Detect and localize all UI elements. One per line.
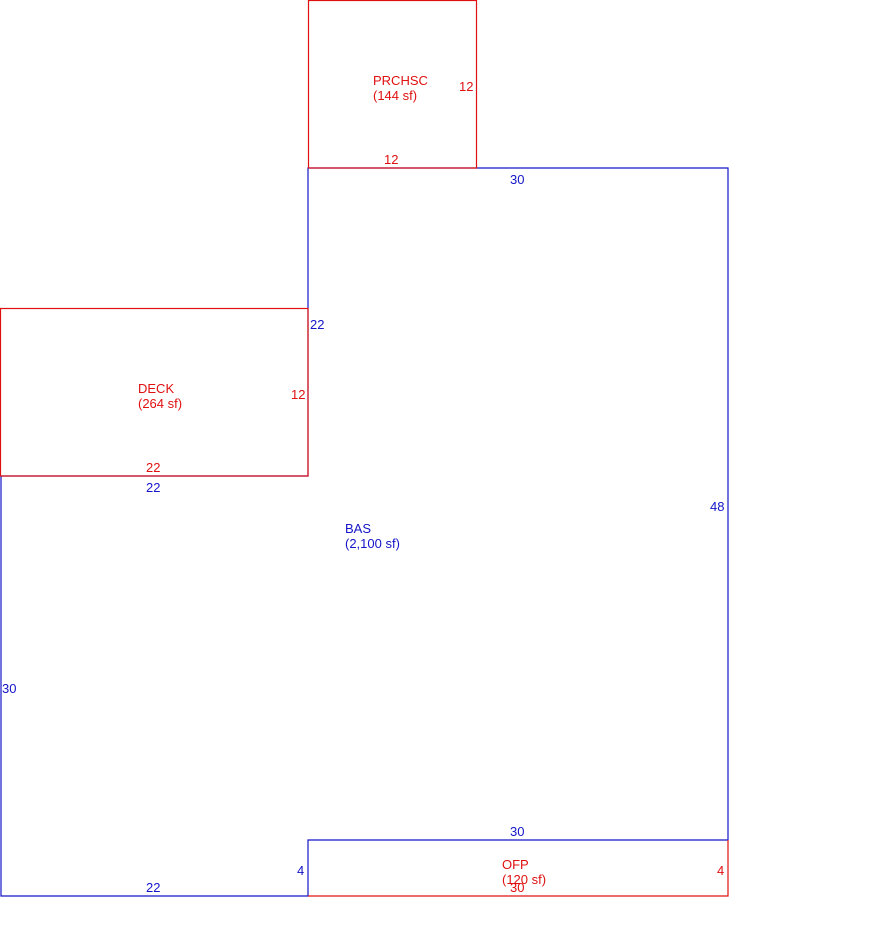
ofp-size-label: (120 sf): [502, 872, 546, 887]
dim-deck-right: 12: [291, 387, 305, 402]
bas-code-label: BAS: [345, 521, 371, 536]
dim-bas-notch-vertical: 4: [297, 863, 304, 878]
ofp-outline: [308, 840, 729, 897]
dim-ofp-right: 4: [717, 863, 724, 878]
bas-size-label: (2,100 sf): [345, 536, 400, 551]
prchsc-size-label: (144 sf): [373, 88, 417, 103]
ofp-code-label: OFP: [502, 857, 529, 872]
dim-deck-bottom: 22: [146, 460, 160, 475]
dim-prchsc-right: 12: [459, 79, 473, 94]
dim-prchsc-bottom: 12: [384, 152, 398, 167]
dim-bas-bottom: 22: [146, 880, 160, 895]
deck-size-label: (264 sf): [138, 396, 182, 411]
dim-bas-left: 30: [2, 681, 16, 696]
dim-bas-top: 30: [510, 172, 524, 187]
dim-bas-bottom-notch: 30: [510, 824, 524, 839]
deck-code-label: DECK: [138, 381, 174, 396]
deck-outline: [0, 307, 309, 477]
prchsc-outline: [307, 0, 478, 169]
dim-bas-step-vertical: 22: [310, 317, 324, 332]
dim-ofp-bottom: 30: [510, 880, 524, 895]
prchsc-code-label: PRCHSC: [373, 73, 428, 88]
dim-bas-step-horizontal: 22: [146, 480, 160, 495]
dim-bas-right: 48: [710, 499, 724, 514]
